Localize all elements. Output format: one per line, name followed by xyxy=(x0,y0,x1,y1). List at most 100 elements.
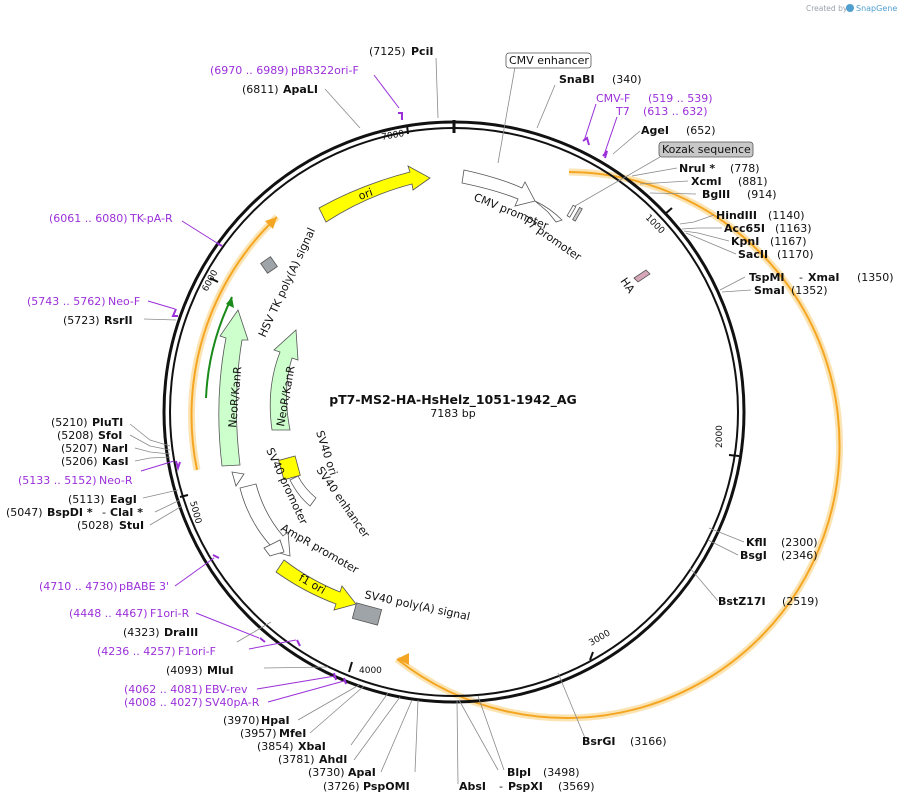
feature-neo-outer xyxy=(218,309,249,467)
site-nrui-pos: (778) xyxy=(730,162,760,175)
site-apai: ApaI xyxy=(348,766,376,779)
site-bstz17i-pos: (2519) xyxy=(782,595,819,608)
site-acc65i: Acc65I xyxy=(724,222,765,235)
snapgene-logo-icon xyxy=(846,4,854,12)
site-rsrii: RsrII xyxy=(104,314,133,327)
site-xmai: XmaI xyxy=(808,271,839,284)
primer-t7-range: (613 .. 632) xyxy=(643,105,708,118)
site-bglii-pos: (914) xyxy=(747,188,777,201)
feature-ha xyxy=(633,269,651,283)
site-ahdi: AhdI xyxy=(319,753,347,766)
site-absi-sep: - xyxy=(499,780,503,793)
site-ahdi-pos: (3781) xyxy=(278,753,315,766)
primer-cmvf: CMV-F xyxy=(596,92,630,105)
site-kpni: KpnI xyxy=(731,235,759,248)
site-stui-pos: (5028) xyxy=(77,519,114,532)
site-absi-pos: (3569) xyxy=(558,780,595,793)
site-agei: AgeI xyxy=(641,124,669,137)
primer-sv40par-range: (4008 .. 4027) xyxy=(124,696,203,709)
primer-neof: Neo-F xyxy=(108,295,140,308)
site-kfli: KflI xyxy=(746,536,767,549)
credit-prefix: Created by xyxy=(806,4,848,13)
site-pcii-pos: (7125) xyxy=(369,45,406,58)
site-bsgi-pos: (2346) xyxy=(781,549,818,562)
primer-f1orir: F1ori-R xyxy=(150,607,190,620)
site-pspomi-pos: (3726) xyxy=(323,780,360,793)
tick-4000: 4000 xyxy=(359,666,382,676)
site-smai: SmaI xyxy=(754,284,785,297)
site-pluti-pos: (5210) xyxy=(51,416,88,429)
site-kasi: KasI xyxy=(102,455,129,468)
label-cmv-enhancer: CMV enhancer xyxy=(509,54,589,67)
site-agei-pos: (652) xyxy=(686,124,716,137)
primer-t7: T7 xyxy=(615,105,630,118)
label-ori: ori xyxy=(357,186,375,203)
site-xbai-pos: (3854) xyxy=(257,740,294,753)
site-bsgi: BsgI xyxy=(740,549,767,562)
site-bsrgi-pos: (3166) xyxy=(630,735,667,748)
primer-pbabe: pBABE 3' xyxy=(119,580,169,593)
site-bspdi-pos: (5047) xyxy=(6,506,43,519)
site-bspdi-sep: - xyxy=(102,506,106,519)
tick-1000: 1000 xyxy=(643,213,666,236)
site-bglii: BglII xyxy=(702,188,730,201)
site-blpi: BlpI xyxy=(507,766,531,779)
site-bspdi: BspDI * xyxy=(47,506,93,519)
site-mlui: MluI xyxy=(207,664,234,677)
site-kasi-pos: (5206) xyxy=(61,455,98,468)
tick-7000: 7000 xyxy=(381,129,406,143)
feature-neo-inner xyxy=(269,329,299,431)
primer-tkpar-range: (6061 .. 6080) xyxy=(49,212,128,225)
primer-pbr322-range: (6970 .. 6989) xyxy=(210,64,289,77)
feature-f1-ori xyxy=(275,559,357,611)
site-pspomi: PspOMI xyxy=(363,780,410,793)
site-blpi-pos: (3498) xyxy=(543,766,580,779)
primer-pbr322: pBR322ori-F xyxy=(291,64,359,77)
primer-cmvf-range: (519 .. 539) xyxy=(648,92,713,105)
site-pluti: PluTI xyxy=(92,416,123,429)
primer-sv40par: SV40pA-R xyxy=(205,696,260,709)
site-apali-pos: (6811) xyxy=(242,83,279,96)
feature-hsv-tk-polya xyxy=(260,256,278,274)
feature-ampr-promoter xyxy=(263,539,285,557)
site-eagi-pos: (5113) xyxy=(68,493,105,506)
plasmid-size: 7183 bp xyxy=(430,407,475,420)
primer-f1orif: F1ori-F xyxy=(178,645,216,658)
site-smai-pos: (1352) xyxy=(791,284,828,297)
primer-neor-range: (5133 .. 5152) xyxy=(18,474,97,487)
site-kfli-pos: (2300) xyxy=(781,536,818,549)
site-clai: ClaI * xyxy=(110,506,143,519)
label-sv40-enhancer: SV40 enhancer xyxy=(314,464,373,540)
site-stui: StuI xyxy=(119,519,144,532)
site-tspmi-sep: - xyxy=(799,271,803,284)
feature-sv40-polya xyxy=(351,602,383,626)
site-xbai: XbaI xyxy=(298,740,326,753)
site-mlui-pos: (4093) xyxy=(166,664,203,677)
site-nrui: NruI * xyxy=(679,162,715,175)
tick-3000: 3000 xyxy=(588,628,613,648)
site-bsrgi: BsrGI xyxy=(582,735,615,748)
site-snabi-pos: (340) xyxy=(612,73,642,86)
site-hpai-pos: (3970) xyxy=(223,714,260,727)
site-tspmi: TspMI xyxy=(749,271,785,284)
feature-sv40-promoter xyxy=(239,483,291,557)
site-pcii: PciI xyxy=(411,45,433,58)
site-draiii-pos: (4323) xyxy=(123,626,160,639)
primer-ebvrev: EBV-rev xyxy=(205,683,248,696)
site-apai-pos: (3730) xyxy=(308,766,345,779)
tick-2000: 2000 xyxy=(715,425,725,448)
feature-sv40-ori xyxy=(278,455,301,481)
primer-f1orir-range: (4448 .. 4467) xyxy=(69,607,148,620)
primer-f1orif-range: (4236 .. 4257) xyxy=(97,645,176,658)
site-sacii-pos: (1170) xyxy=(777,248,814,261)
feature-ori xyxy=(318,165,431,223)
site-xcmi-pos: (881) xyxy=(738,175,768,188)
site-sfoi-pos: (5208) xyxy=(57,429,94,442)
site-hindiii-pos: (1140) xyxy=(768,209,805,222)
site-snabi: SnaBI xyxy=(559,73,595,86)
primer-tkpar: TK-pA-R xyxy=(129,212,173,225)
site-draiii: DraIII xyxy=(164,626,198,639)
site-kpni-pos: (1167) xyxy=(770,235,807,248)
orf-arrowhead xyxy=(397,653,409,665)
